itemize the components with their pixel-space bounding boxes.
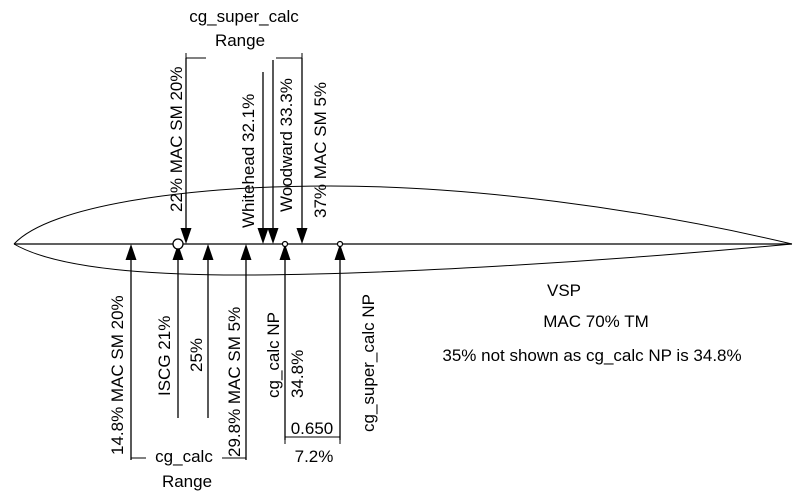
label-bottom-mac-sm-5: 29.8% MAC SM 5% xyxy=(225,307,244,457)
top-range-bracket xyxy=(185,53,303,62)
bottom-range-label-2: Range xyxy=(162,472,212,491)
cg-calc-np-marker xyxy=(281,240,289,248)
top-range-label-2: Range xyxy=(215,31,265,50)
bottom-range-label: cg_calc xyxy=(155,447,213,466)
bottom-arrow-25 xyxy=(202,244,214,418)
dimension-percent: 7.2% xyxy=(295,447,334,466)
bottom-arrow-cg-super-calc-np xyxy=(334,244,346,440)
label-cg-calc-np: cg_calc NP xyxy=(264,312,283,398)
bottom-arrow-cg-calc-np xyxy=(279,244,291,440)
label-top-mac-sm-20: 22% MAC SM 20% xyxy=(167,67,186,213)
top-arrow-mac-sm-20 xyxy=(180,58,192,244)
label-woodward: Woodward 33.3% xyxy=(277,78,296,212)
label-iscg: ISCG 21% xyxy=(155,316,174,396)
cg-super-calc-np-marker xyxy=(336,240,344,248)
top-range-label: cg_super_calc xyxy=(189,7,299,26)
label-cg-calc-np-value: 34.8% xyxy=(288,350,307,398)
bottom-arrow-iscg xyxy=(172,244,184,418)
bottom-arrow-mac-sm-20 xyxy=(125,244,137,460)
vsp-label: VSP xyxy=(547,281,581,300)
bottom-arrow-mac-sm-5 xyxy=(240,244,252,460)
top-arrow-whitehead xyxy=(257,72,269,244)
airfoil-outline xyxy=(13,185,793,245)
top-arrow-mac-sm-5 xyxy=(296,58,308,244)
label-top-mac-sm-5: 37% MAC SM 5% xyxy=(311,82,330,218)
airfoil-lower-surface xyxy=(13,243,793,276)
label-cg-super-calc-np: cg_super_calc NP xyxy=(359,294,378,432)
np-dimension xyxy=(284,430,341,444)
label-whitehead: Whitehead 32.1% xyxy=(239,94,258,228)
dimension-length: 0.650 xyxy=(291,419,334,438)
iscg-marker xyxy=(172,238,184,250)
note-label: 35% not shown as cg_calc NP is 34.8% xyxy=(442,346,741,365)
label-25: 25% xyxy=(187,338,206,372)
label-bottom-mac-sm-20: 14.8% MAC SM 20% xyxy=(108,295,127,455)
mac-label: MAC 70% TM xyxy=(543,312,649,331)
top-arrow-woodward xyxy=(267,60,279,244)
